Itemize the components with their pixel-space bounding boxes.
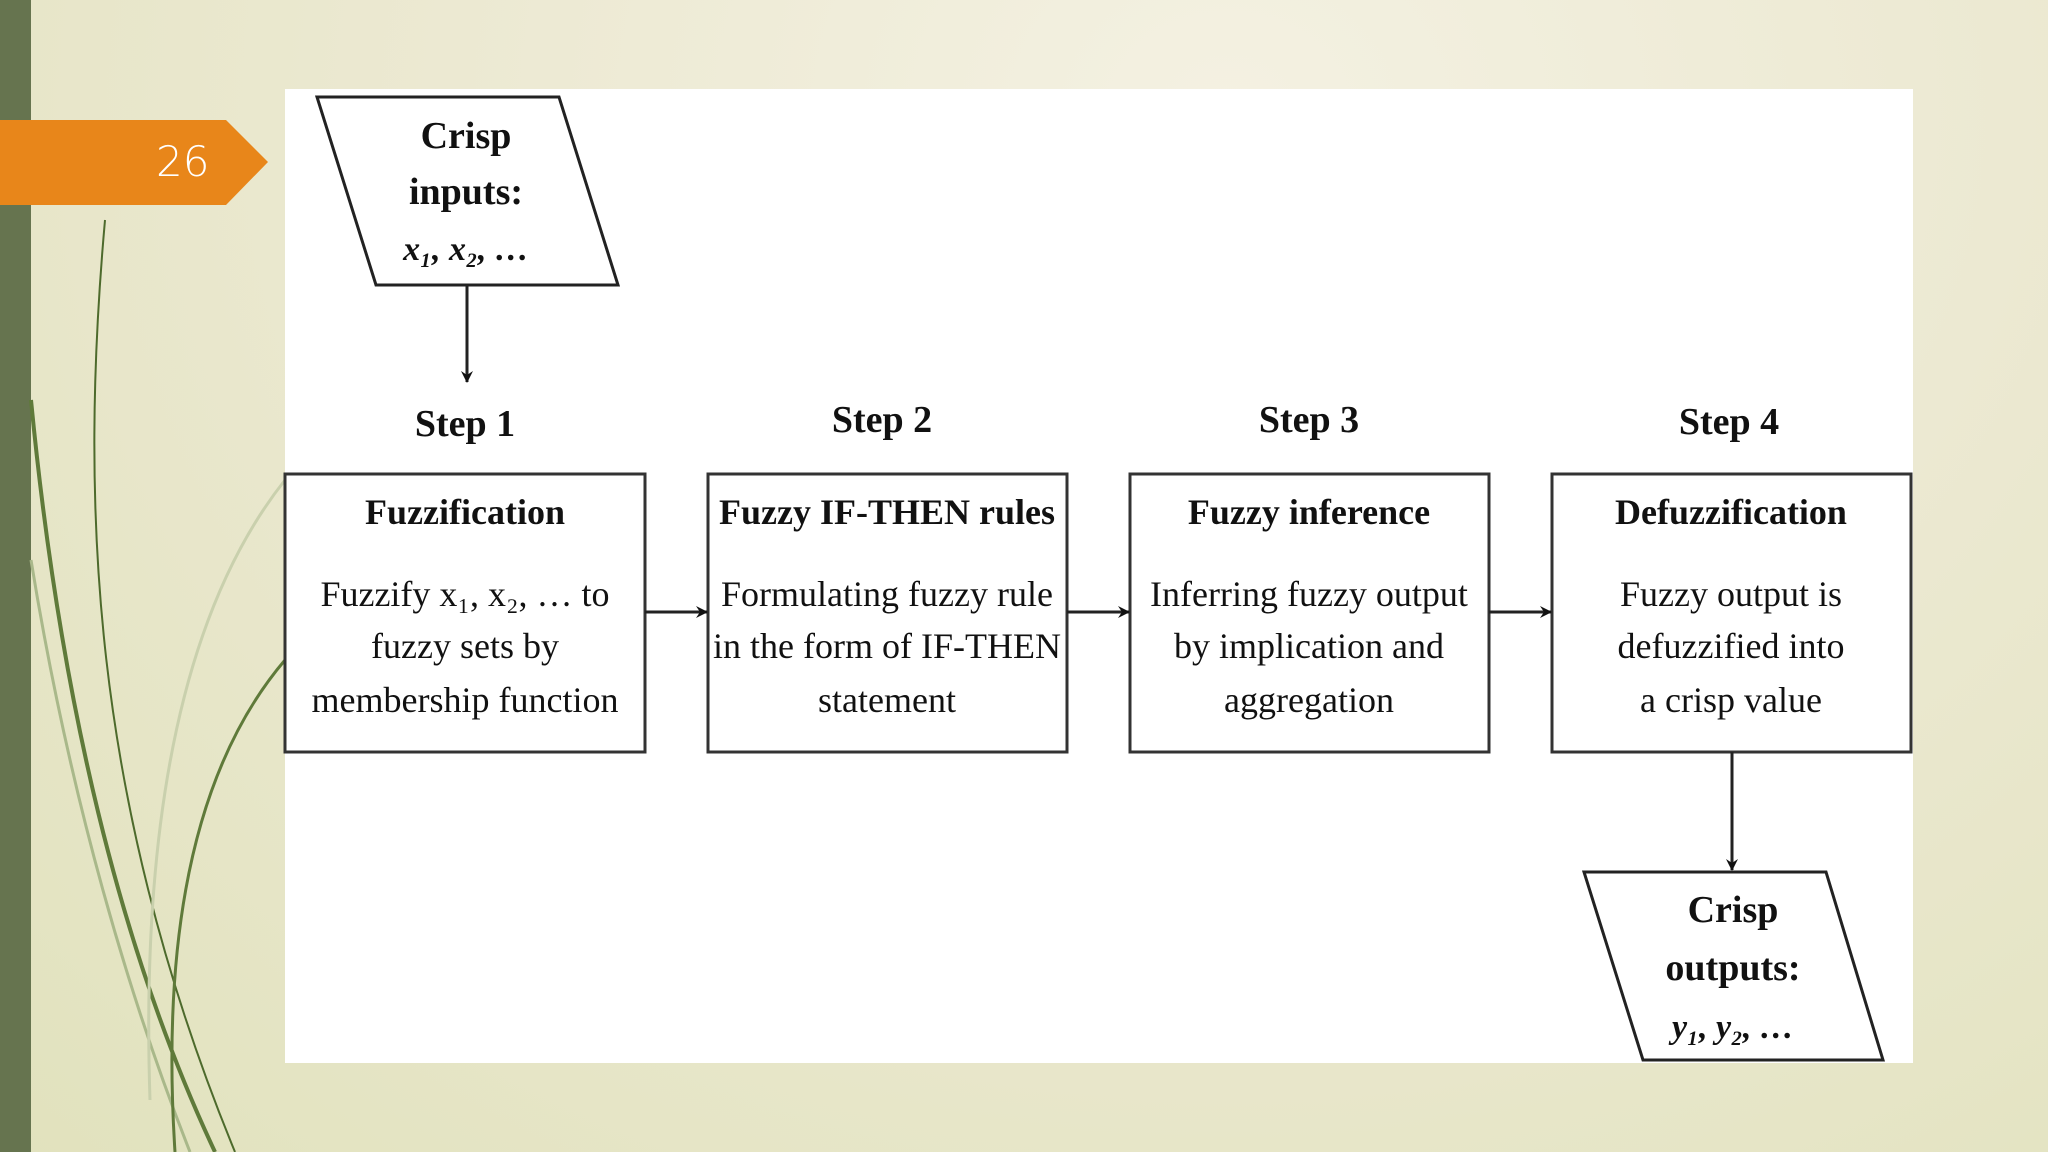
step-3: Step 3 Fuzzy inference Inferring fuzzy o… bbox=[1128, 399, 1491, 754]
step-body-line: aggregation bbox=[1224, 680, 1394, 720]
step-body-line: Inferring fuzzy output bbox=[1150, 574, 1468, 614]
output-line: outputs: bbox=[1665, 947, 1800, 989]
step-box bbox=[283, 472, 647, 754]
step-2: Step 2 Fuzzy IF-THEN rules Formulating f… bbox=[706, 399, 1069, 754]
step-label: Step 1 bbox=[415, 403, 515, 445]
step-body-line: Fuzzy output is bbox=[1620, 574, 1842, 614]
step-label: Step 3 bbox=[1259, 399, 1359, 441]
output-line: Crisp bbox=[1688, 889, 1779, 931]
step-body-line: membership function bbox=[312, 680, 619, 720]
step-1: Step 1 Fuzzification Fuzzify x₁, x₂, … t… bbox=[283, 403, 647, 754]
step-title: Fuzzy inference bbox=[1188, 492, 1430, 532]
step-title: Fuzzy IF-THEN rules bbox=[719, 492, 1055, 532]
input-line: inputs: bbox=[409, 171, 523, 213]
output-line: y₁, y₂, … bbox=[1668, 1009, 1794, 1046]
step-label: Step 2 bbox=[832, 399, 932, 441]
step-body-line: Formulating fuzzy rule bbox=[721, 574, 1053, 614]
step-box bbox=[706, 472, 1069, 754]
step-box bbox=[1128, 472, 1491, 754]
step-body-line: in the form of IF-THEN bbox=[713, 626, 1061, 666]
step-body-line: by implication and bbox=[1174, 626, 1444, 666]
input-line: Crisp bbox=[421, 115, 512, 157]
output-parallelogram bbox=[1581, 870, 1886, 1062]
step-body-line: fuzzy sets by bbox=[371, 626, 559, 666]
input-parallelogram bbox=[314, 95, 621, 287]
step-body-line: a crisp value bbox=[1640, 680, 1822, 720]
step-4: Step 4 Defuzzification Fuzzy output is d… bbox=[1550, 401, 1913, 754]
step-label: Step 4 bbox=[1679, 401, 1779, 443]
step-body-line: Fuzzify x₁, x₂, … to bbox=[320, 574, 609, 614]
slide-number-tab bbox=[0, 120, 268, 205]
slide-number: 26 bbox=[156, 137, 210, 186]
step-title: Defuzzification bbox=[1615, 492, 1847, 532]
step-body-line: defuzzified into bbox=[1618, 626, 1845, 666]
step-body-line: statement bbox=[818, 680, 956, 720]
input-line: x₁, x₂, … bbox=[402, 231, 529, 268]
step-title: Fuzzification bbox=[365, 492, 565, 532]
